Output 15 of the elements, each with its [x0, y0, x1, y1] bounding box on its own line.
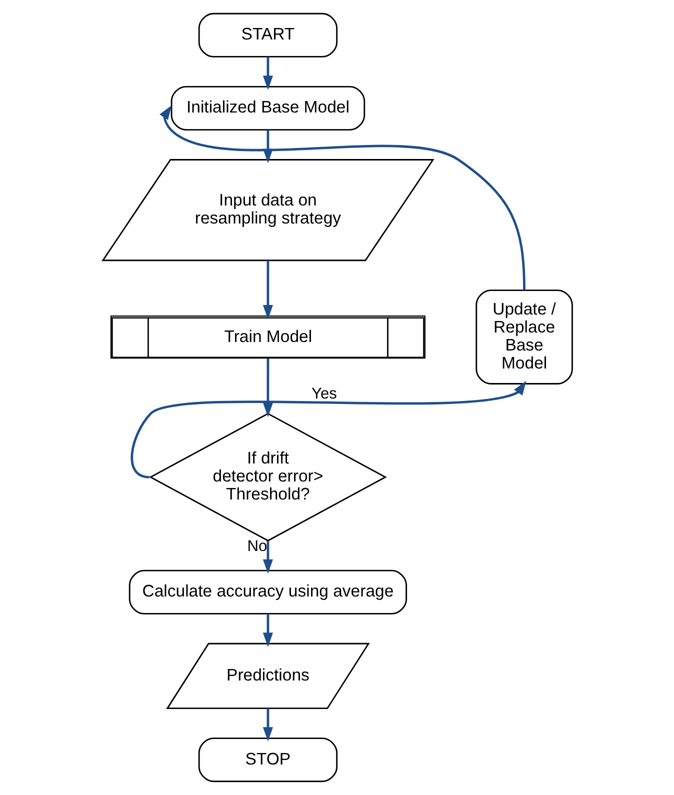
- arrow: [262, 614, 272, 648]
- node-box: Calculate accuracy using average: [128, 570, 407, 614]
- node-box: Update / Replace Base Model: [475, 290, 572, 384]
- node-diamond: If drift detector error> Threshold?: [148, 412, 386, 542]
- arrow: [262, 540, 272, 574]
- arrow: [262, 708, 272, 742]
- arrow: [159, 105, 525, 290]
- node-box: START: [198, 12, 338, 58]
- arrow: [130, 380, 526, 478]
- edge-label: Yes: [311, 385, 336, 402]
- node-box: STOP: [198, 738, 338, 782]
- arrow: [262, 56, 272, 90]
- arrow: [262, 260, 272, 320]
- node-box: Initialized Base Model: [170, 86, 365, 130]
- arrow: [262, 358, 272, 418]
